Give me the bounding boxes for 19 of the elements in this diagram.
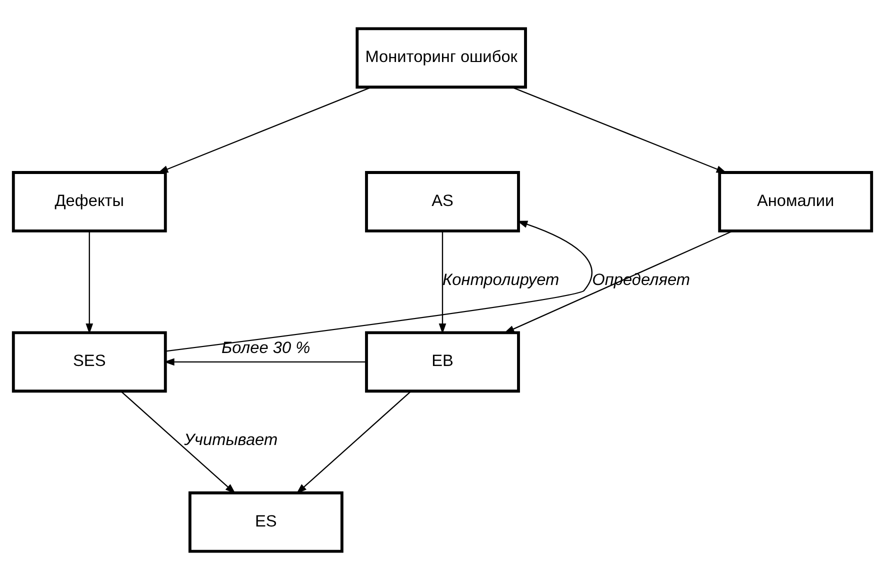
arrow (512, 86, 727, 173)
node-box: Дефекты (12, 170, 167, 232)
arrow (438, 230, 446, 334)
arrow (86, 230, 94, 334)
arrow (158, 86, 372, 173)
node-box: Мониторинг ошибок (356, 26, 527, 88)
edge-label: Более 30 % (222, 338, 310, 356)
arrow (296, 390, 412, 494)
edge-label: Учитывает (184, 430, 278, 449)
node-box: AS (365, 170, 520, 232)
node-box: SES (12, 330, 167, 392)
arrow (166, 220, 592, 352)
edge-label: Контролирует (442, 270, 560, 288)
node-box: ES (188, 490, 344, 552)
arrow (164, 358, 366, 366)
arrow (504, 230, 733, 333)
arrow (120, 390, 236, 494)
node-box: Аномалии (718, 170, 874, 232)
node-box: EB (365, 330, 520, 392)
